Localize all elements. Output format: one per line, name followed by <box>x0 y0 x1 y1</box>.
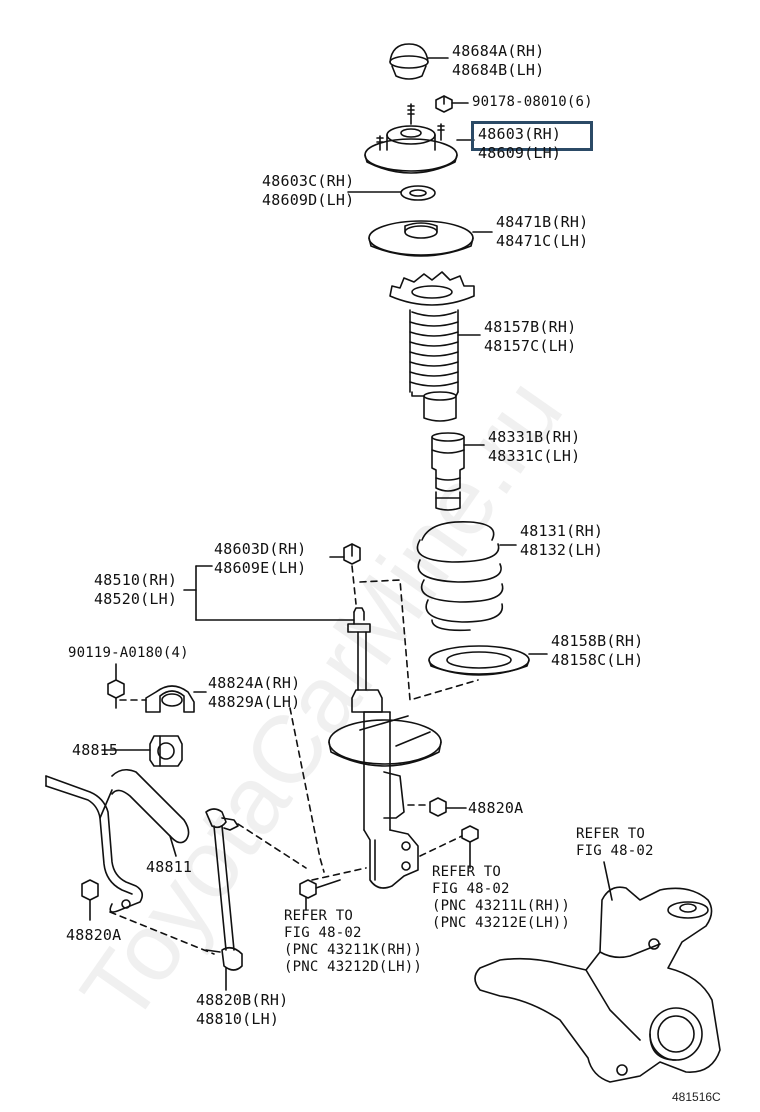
label-90178[interactable]: 90178-08010(6) <box>472 94 593 110</box>
label-48471[interactable]: 48471B(RH)48471C(LH) <box>496 213 589 250</box>
shock-absorber-icon <box>328 607 442 889</box>
nut-icon <box>435 95 453 113</box>
label-48824[interactable]: 48824A(RH)48829A(LH) <box>208 674 301 711</box>
steering-knuckle-icon <box>474 886 721 1083</box>
nut-icon <box>81 879 99 901</box>
bolt-icon <box>299 879 341 899</box>
label-48131[interactable]: 48131(RH)48132(LH) <box>520 522 604 559</box>
bump-stopper-icon <box>431 432 465 511</box>
bushing-icon <box>149 735 183 767</box>
dust-boot-icon <box>389 271 475 422</box>
washer-icon <box>400 185 436 201</box>
stabilizer-link-icon <box>205 808 243 991</box>
bolt-icon <box>107 679 125 709</box>
alignment-guides <box>109 565 479 955</box>
highlight-box-48603 <box>471 121 593 151</box>
label-48684[interactable]: 48684A(RH)48684B(LH) <box>452 42 545 79</box>
label-48820a-left[interactable]: 48820A <box>66 926 122 944</box>
nut-icon <box>343 543 361 565</box>
label-90119[interactable]: 90119-A0180(4) <box>68 645 189 661</box>
bolt-icon <box>461 825 479 843</box>
lower-insulator-icon <box>428 645 530 676</box>
diagram-code: 481516C <box>672 1090 721 1104</box>
label-48510[interactable]: 48510(RH)48520(LH) <box>94 571 178 608</box>
label-48603c[interactable]: 48603C(RH)48609D(LH) <box>262 172 355 209</box>
coil-spring-icon <box>416 521 504 632</box>
label-48158[interactable]: 48158B(RH)48158C(LH) <box>551 632 644 669</box>
label-48331[interactable]: 48331B(RH)48331C(LH) <box>488 428 581 465</box>
nut-icon <box>429 797 447 817</box>
bracket-icon <box>145 685 195 713</box>
label-48820b[interactable]: 48820B(RH)48810(LH) <box>196 991 289 1028</box>
label-48157[interactable]: 48157B(RH)48157C(LH) <box>484 318 577 355</box>
label-48603[interactable]: 48603(RH)48609(LH) <box>478 125 562 162</box>
dust-cap-icon <box>389 43 429 80</box>
label-48820a-right[interactable]: 48820A <box>468 799 524 817</box>
label-48603d[interactable]: 48603D(RH)48609E(LH) <box>214 540 307 577</box>
label-48811[interactable]: 48811 <box>146 858 193 876</box>
stabilizer-bar-icon <box>45 768 190 913</box>
label-48815[interactable]: 48815 <box>72 741 119 759</box>
upper-spring-seat-icon <box>368 220 474 257</box>
strut-mount-icon <box>364 103 458 174</box>
